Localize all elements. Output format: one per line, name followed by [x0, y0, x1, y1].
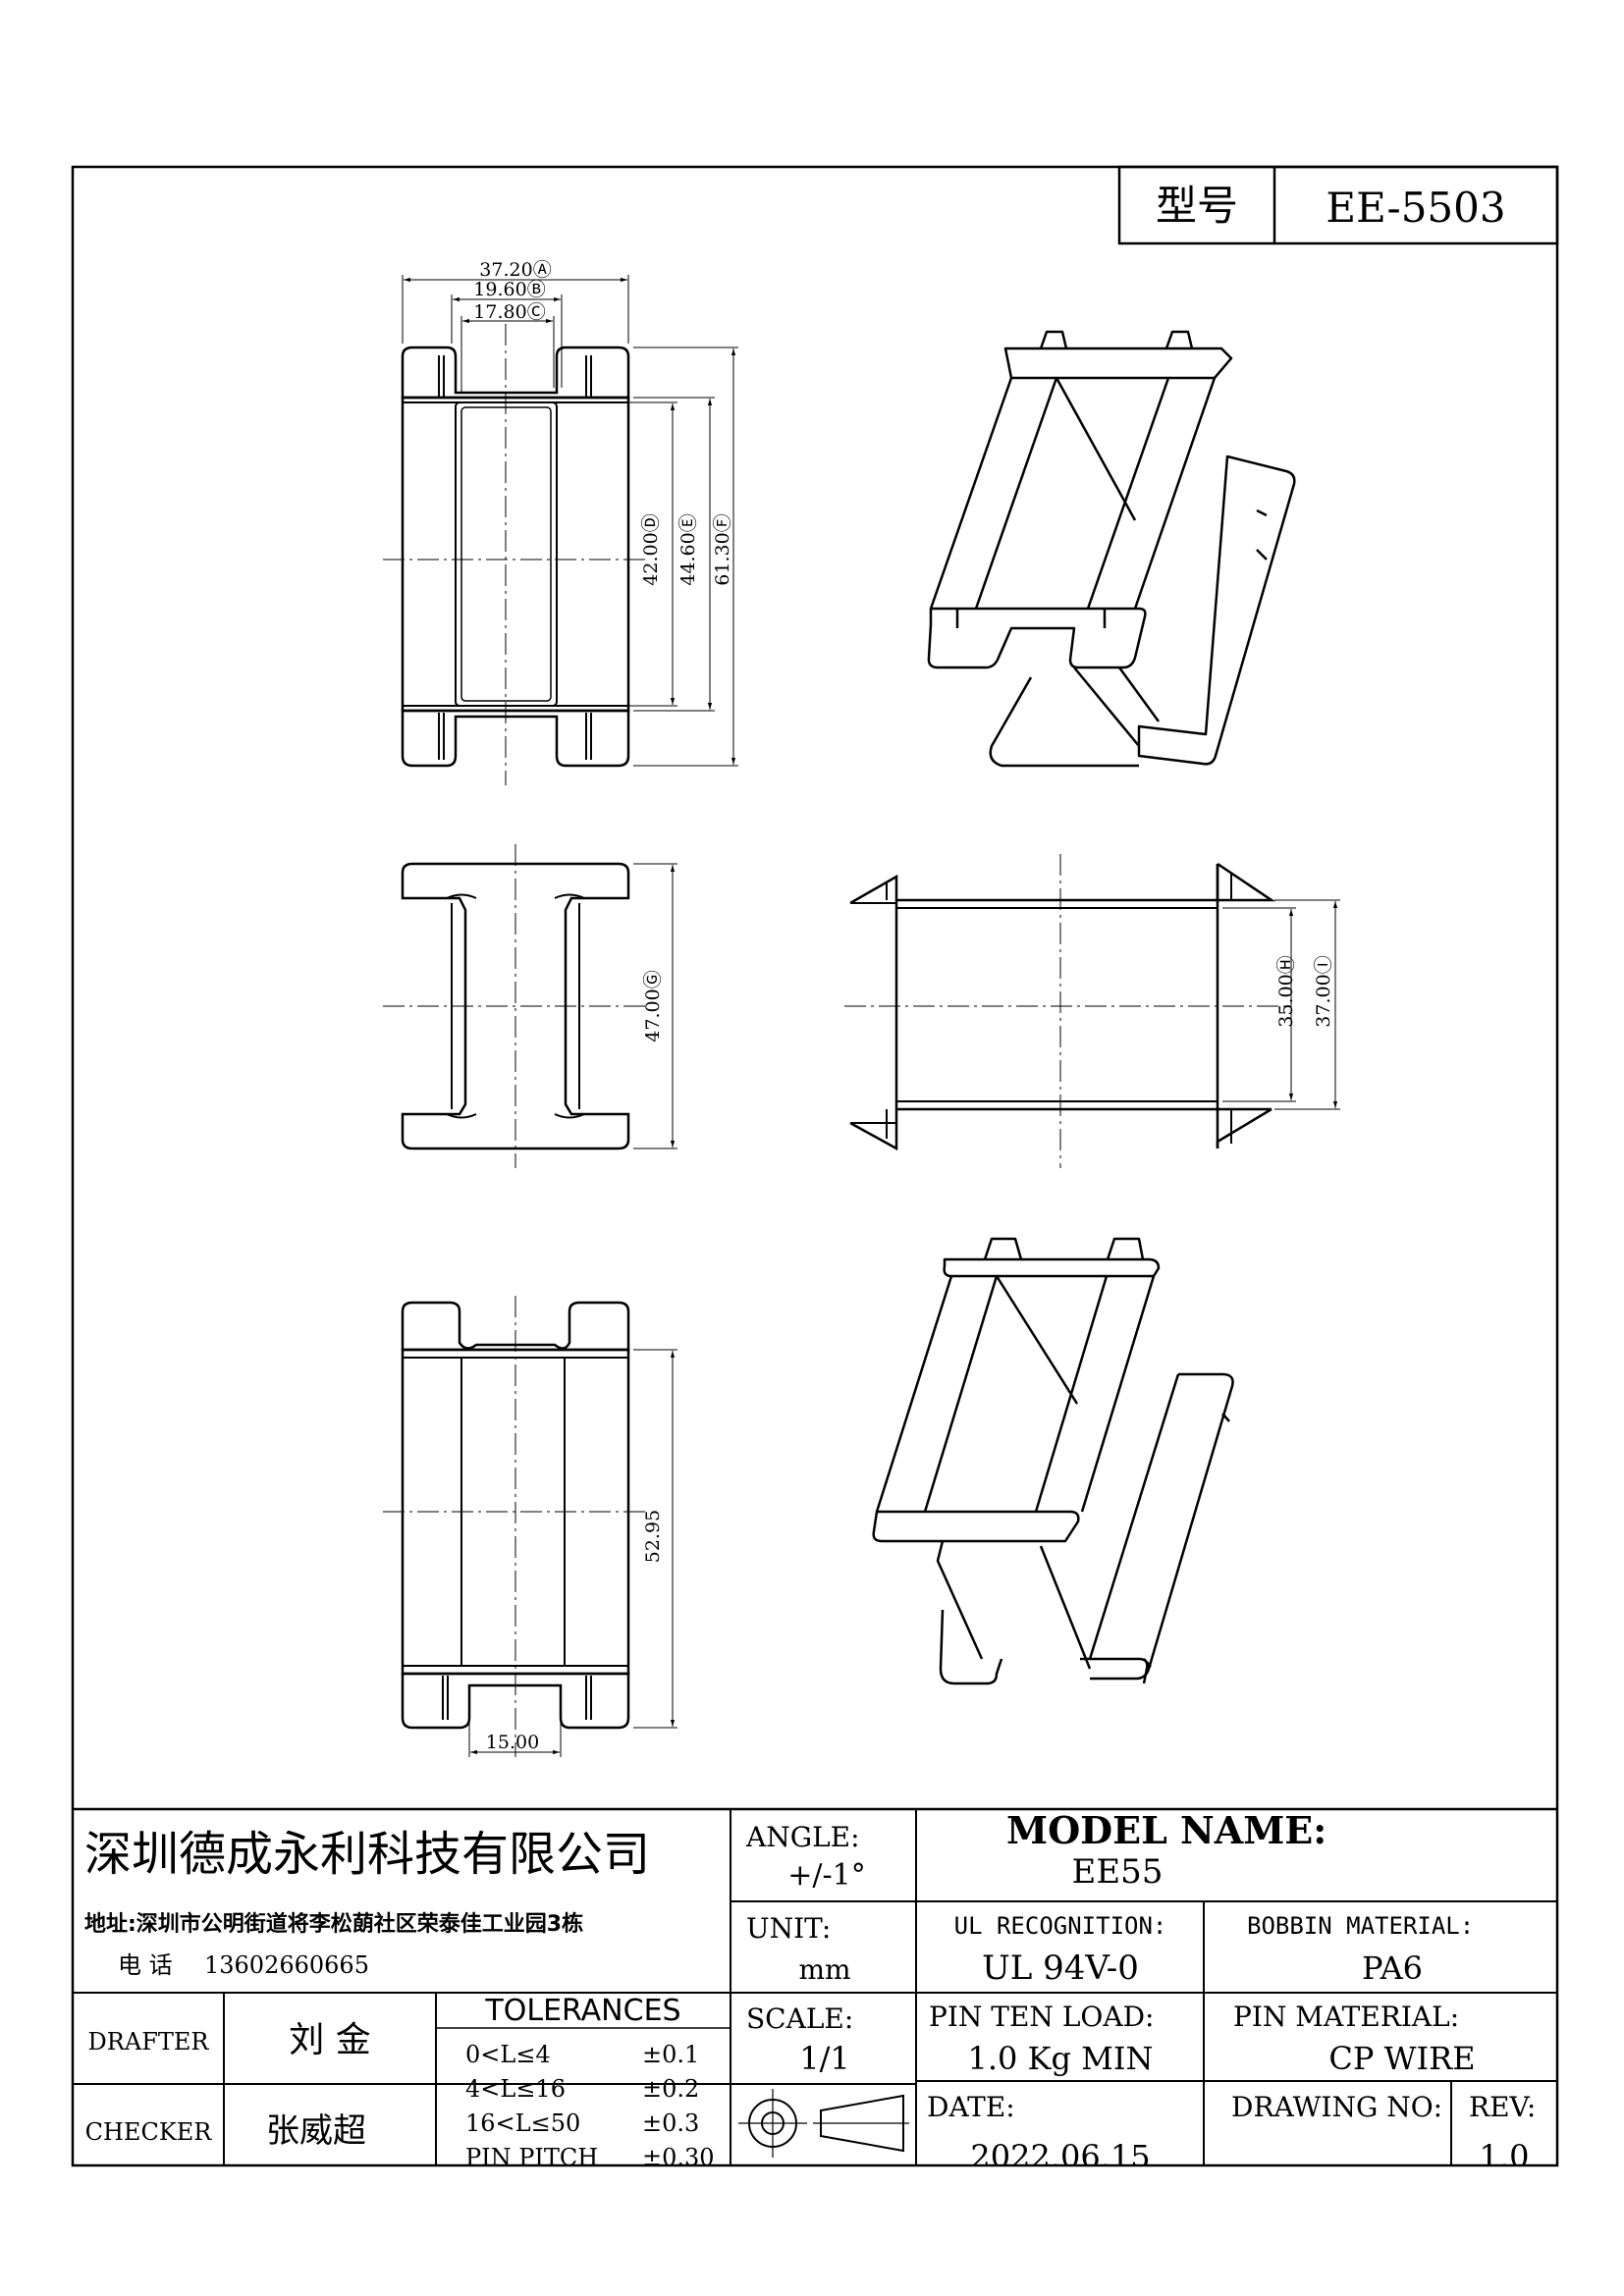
dim-width-b: 19.60Ⓑ: [473, 279, 545, 300]
tolerance-range: 4<L≤16: [465, 2075, 566, 2103]
bottom-view-dimensions: [468, 1349, 677, 1757]
dim-len-d: 42.00Ⓓ: [640, 513, 662, 585]
side-view-dimensions: [1222, 899, 1340, 1110]
tolerance-value: ±0.30: [642, 2144, 715, 2171]
model-name-label: MODEL NAME:: [1006, 1808, 1326, 1852]
scale-value: 1/1: [799, 2040, 850, 2077]
scale-label: SCALE:: [746, 2002, 853, 2035]
ul-label: UL RECOGNITION:: [954, 1912, 1167, 1940]
drawing-no-label: DRAWING NO:: [1231, 2091, 1442, 2123]
tolerance-range: 0<L≤4: [465, 2041, 551, 2068]
title-block-grid: [73, 1807, 1557, 2165]
drafter-label: DRAFTER: [88, 2028, 210, 2056]
rev-value: 1.0: [1480, 2138, 1530, 2175]
tolerance-range: 16<L≤50: [465, 2109, 580, 2137]
dim-width-a: 37.20Ⓐ: [479, 259, 551, 281]
rev-label: REV:: [1469, 2091, 1536, 2123]
bobbin-material-label: BOBBIN MATERIAL:: [1247, 1912, 1474, 1940]
angle-label: ANGLE:: [745, 1821, 860, 1853]
company-name: 深圳德成永利科技有限公司: [84, 1827, 650, 1882]
front-view: [383, 844, 648, 1168]
pin-load-value: 1.0 Kg MIN: [967, 2040, 1153, 2077]
tolerance-range: PIN PITCH: [465, 2144, 598, 2171]
top-view-dimensions: [402, 275, 738, 767]
pin-material-value: CP WIRE: [1328, 2040, 1475, 2077]
dim-height-g: 47.00Ⓖ: [642, 970, 664, 1041]
checker-label: CHECKER: [85, 2118, 213, 2146]
dim-len-e: 44.60Ⓔ: [677, 513, 699, 585]
date-value: 2022.06.15: [970, 2138, 1150, 2175]
bobbin-material-value: PA6: [1362, 1949, 1423, 1987]
isometric-view-upper: [927, 330, 1296, 768]
pin-load-label: PIN TEN LOAD:: [929, 2001, 1154, 2033]
dim-height-i: 37.00Ⓘ: [1313, 955, 1334, 1027]
phone-number: 13602660665: [204, 1951, 369, 1979]
side-view: [844, 854, 1286, 1168]
projection-symbol: [738, 2089, 909, 2158]
front-view-dimensions: [633, 863, 677, 1149]
angle-value: +/-1°: [787, 1858, 865, 1893]
model-value: EE-5503: [1326, 184, 1505, 232]
unit-value: mm: [798, 1953, 850, 1986]
dim-bottom-len: 52.95: [642, 1510, 664, 1563]
tolerance-value: ±0.3: [642, 2109, 699, 2137]
ul-value: UL 94V-0: [982, 1949, 1139, 1988]
tolerance-value: ±0.2: [642, 2075, 699, 2103]
dim-width-c: 17.80Ⓒ: [473, 301, 545, 323]
bottom-view: [383, 1296, 648, 1757]
unit-label: UNIT:: [746, 1912, 831, 1945]
dim-len-f: 61.30Ⓕ: [712, 513, 733, 585]
phone-label: 电 话: [118, 1951, 173, 1979]
tolerance-value: ±0.1: [642, 2041, 699, 2068]
date-label: DATE:: [927, 2091, 1015, 2123]
pin-material-label: PIN MATERIAL:: [1233, 2001, 1459, 2033]
top-view: [383, 324, 648, 785]
model-label: 型号: [1156, 182, 1238, 230]
dim-bottom-width: 15.00: [486, 1732, 539, 1753]
tolerance-table: 0<L≤4 ±0.1 4<L≤16 ±0.2 16<L≤50 ±0.3 PIN …: [465, 2041, 715, 2171]
checker-value: 张威超: [266, 2111, 366, 2151]
model-name-value: EE55: [1072, 1852, 1164, 1892]
model-box: 型号 EE-5503: [1117, 165, 1559, 245]
tolerances-label: TOLERANCES: [484, 1994, 680, 2028]
drawing-border: [71, 165, 1559, 2167]
drafter-value: 刘 金: [289, 2020, 370, 2060]
isometric-view-lower: [872, 1237, 1234, 1685]
dim-height-h: 35.00Ⓗ: [1275, 955, 1297, 1027]
address: 地址:深圳市公明街道将李松蓢社区荣泰佳工业园3栋: [84, 1911, 583, 1937]
